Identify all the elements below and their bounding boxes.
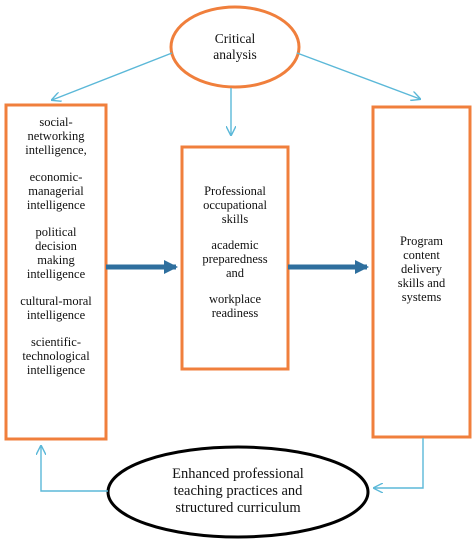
- top-line-2: analysis: [213, 47, 257, 62]
- right-l2: content: [403, 248, 440, 262]
- right-box-text: Program content delivery skills and syst…: [375, 234, 468, 304]
- left-p4-l1: cultural-moral: [20, 294, 92, 308]
- middle-box-text: Professional occupational skills academi…: [184, 184, 286, 320]
- mid-p1-l2: occupational: [203, 198, 267, 212]
- left-p3-l4: intelligence: [26, 267, 86, 281]
- mid-p3-l1: workplace: [208, 292, 262, 306]
- right-box: [371, 105, 472, 439]
- mid-p2-l3: and: [225, 266, 245, 280]
- arrow-bottom-to-left: [41, 446, 108, 492]
- left-p5-l3: intelligence: [26, 363, 86, 377]
- left-p2-l1: economic-: [29, 170, 83, 184]
- left-p1-l3: intelligence,: [25, 143, 87, 157]
- mid-p1-l3: skills: [221, 212, 249, 226]
- critical-analysis-label: Critical analysis: [172, 31, 298, 63]
- bottom-oval-label: Enhanced professional teaching practices…: [128, 466, 348, 517]
- critical-analysis-oval: [169, 5, 301, 89]
- right-l5: systems: [401, 290, 442, 304]
- top-line-1: Critical: [214, 31, 256, 46]
- left-p5-l1: scientific-: [31, 335, 81, 349]
- left-p4-l2: intelligence: [26, 308, 86, 322]
- left-p1-l2: networking: [27, 129, 85, 143]
- bottom-line-3: structured curriculum: [175, 500, 301, 516]
- right-l3: delivery: [401, 262, 442, 276]
- bottom-line-2: teaching practices and: [173, 483, 303, 499]
- bottom-oval: [106, 445, 370, 539]
- mid-p3-l2: readiness: [211, 306, 259, 320]
- left-p3-l1: political: [35, 225, 77, 239]
- arrow-top-to-left: [52, 52, 173, 100]
- left-p2-l2: managerial: [28, 184, 84, 198]
- middle-box: [180, 145, 290, 371]
- left-p2-l3: intelligence: [26, 198, 86, 212]
- left-p5-l2: technological: [22, 349, 90, 363]
- left-p3-l3: making: [37, 253, 75, 267]
- left-box-text: social- networking intelligence, economi…: [8, 115, 104, 377]
- right-l1: Program: [399, 234, 444, 248]
- arrow-top-to-right: [296, 52, 420, 99]
- mid-p1-l1: Professional: [204, 184, 266, 198]
- arrow-right-to-bottom: [374, 438, 424, 488]
- left-p3-l2: decision: [35, 239, 77, 253]
- left-box: [4, 103, 108, 441]
- mid-p2-l1: academic: [211, 238, 259, 252]
- bottom-line-1: Enhanced professional: [172, 466, 304, 482]
- mid-p2-l2: preparedness: [202, 252, 268, 266]
- right-l4: skills and: [397, 276, 446, 290]
- left-p1-l1: social-: [39, 115, 73, 129]
